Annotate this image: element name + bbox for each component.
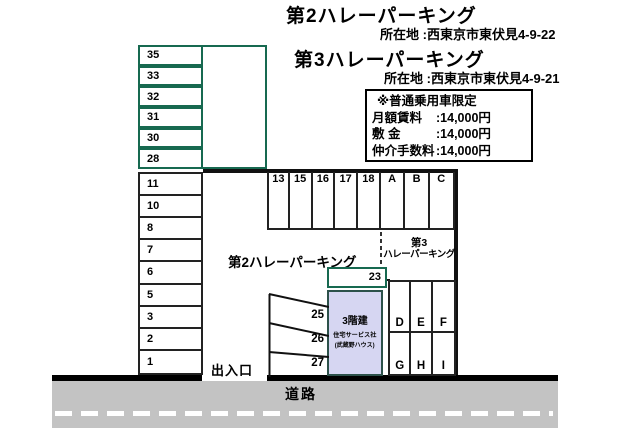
parking-space-15: 15 [290, 172, 313, 228]
parking-space-B: B [405, 172, 430, 228]
lot2-area-label: 第2ハレーパーキング [228, 255, 357, 270]
parking-space-33: 33 [138, 65, 203, 87]
parking-space-2: 2 [140, 329, 201, 351]
upper-lot-aisle [201, 45, 267, 169]
price-label: 月額賃料 [372, 110, 423, 125]
road-label: 道路 [285, 386, 317, 402]
parking-space-G: G [390, 333, 412, 374]
parking-space-27: 27 [311, 357, 324, 369]
lot-bottom-boundary-left [52, 375, 202, 381]
price-row-fee: 仲介手数料 :14,000円 [372, 143, 526, 160]
upper-lot-stalls: 35 33 32 31 30 28 [138, 45, 203, 169]
building-block: 3階建 住宅サービス社 (武蔵野ハウス) [327, 290, 383, 376]
parking-space-16: 16 [313, 172, 336, 228]
top-row-stalls: 13 15 16 17 18 A B C [267, 172, 455, 230]
price-value: :14,000円 [436, 143, 491, 158]
parking-space-30: 30 [138, 127, 203, 149]
parking-space-H: H [411, 333, 433, 374]
parking-space-17: 17 [335, 172, 358, 228]
parking-space-25: 25 [311, 309, 324, 321]
parking-space-6: 6 [140, 262, 201, 285]
parking-space-13: 13 [267, 172, 290, 228]
lot3-area-label-line1: 第3 [410, 237, 428, 249]
letter-stalls-grid: D E F G H I [388, 280, 456, 376]
price-info-box: ※普通乗用車限定 月額賃料 :14,000円 敷 金 :14,000円 仲介手数… [365, 89, 533, 162]
price-value: :14,000円 [436, 110, 491, 125]
parking-space-28: 28 [138, 148, 203, 169]
lot2-title: 第2ハレーパーキング [286, 6, 477, 27]
parking-space-3: 3 [140, 307, 201, 329]
lot-boundary-dashed-line [380, 232, 382, 280]
lot-bottom-boundary-right [267, 375, 558, 381]
price-label: 敷 金 [372, 127, 401, 141]
parking-space-35: 35 [138, 45, 203, 66]
parking-space-8: 8 [140, 218, 201, 241]
parking-space-5: 5 [140, 285, 201, 307]
parking-space-23: 23 [327, 267, 387, 288]
parking-space-I: I [441, 360, 445, 372]
parking-space-10: 10 [140, 196, 201, 219]
parking-space-7: 7 [140, 240, 201, 263]
lot3-title: 第3ハレーパーキング [294, 50, 485, 71]
parking-space-11: 11 [140, 174, 201, 197]
price-row-deposit: 敷 金 :14,000円 [372, 126, 526, 143]
price-row-monthly: 月額賃料 :14,000円 [372, 110, 526, 127]
lot-top-boundary [203, 169, 458, 173]
lot-right-boundary [454, 169, 458, 377]
price-label: 仲介手数料 [372, 143, 435, 158]
lot3-address: 所在地 :西東京市東伏見4-9-21 [384, 71, 560, 86]
lot3-area-label: 第3 ハレーパーキング [382, 237, 456, 261]
building-company: 住宅サービス社 [333, 331, 377, 339]
parking-space-1: 1 [147, 355, 154, 368]
road-center-dashed-line [55, 411, 553, 416]
parking-space-31: 31 [138, 106, 203, 128]
parking-space-D: D [390, 282, 412, 333]
parking-space-F: F [432, 282, 454, 333]
parking-space-C: C [430, 172, 455, 228]
parking-space-E: E [411, 282, 433, 333]
lot2-address: 所在地 :西東京市東伏見4-9-22 [380, 27, 556, 42]
price-value: :14,000円 [436, 127, 491, 141]
road: 道路 [52, 381, 558, 428]
left-column-stalls: 11 10 8 7 6 5 3 2 1 [138, 172, 203, 375]
entrance-exit-label: 出入口 [211, 363, 254, 378]
lot3-area-label-line2: ハレーパーキング [383, 249, 455, 260]
parking-space-32: 32 [138, 86, 203, 107]
building-name: (武蔵野ハウス) [335, 341, 375, 349]
parking-space-18: 18 [358, 172, 381, 228]
building-floors: 3階建 [342, 315, 368, 327]
price-note: ※普通乗用車限定 [377, 94, 477, 108]
parking-space-26: 26 [311, 333, 324, 345]
parking-space-A: A [381, 172, 406, 228]
diagonal-stalls-lines [268, 293, 329, 377]
